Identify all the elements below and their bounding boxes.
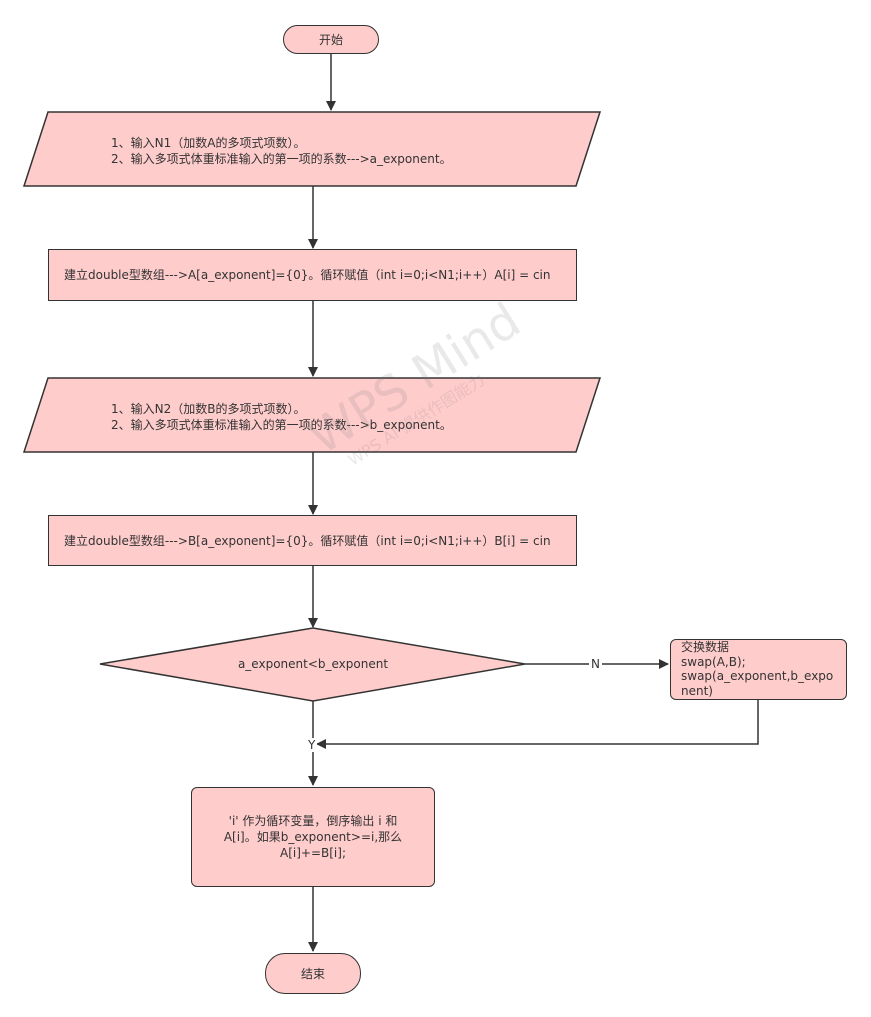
yes-edge-label: Y: [306, 738, 318, 752]
input-a-shape[interactable]: [22, 111, 602, 187]
swap-node[interactable]: 交换数据 swap(A,B); swap(a_exponent,b_expo n…: [670, 639, 847, 700]
array-a-label: 建立double型数组--->A[a_exponent]={0}。循环赋值（in…: [64, 268, 551, 282]
output-line-1: 'i' 作为循环变量，倒序输出 i 和: [228, 814, 398, 828]
end-node[interactable]: 结束: [265, 953, 361, 994]
swap-line-3: swap(a_exponent,b_expo: [681, 669, 834, 683]
decision-label: a_exponent<b_exponent: [237, 657, 389, 671]
decision-shape[interactable]: [99, 627, 526, 702]
end-label: 结束: [300, 966, 325, 981]
swap-line-2: swap(A,B);: [681, 654, 746, 669]
input-a-text: 1、输入N1（加数A的多项式项数）。 2、输入多项式体重标准输入的第一项的系数-…: [111, 135, 571, 167]
input-a-line-1: 1、输入N1（加数A的多项式项数）。: [111, 136, 306, 150]
input-b-line-1: 1、输入N2（加数B的多项式项数）。: [111, 402, 306, 416]
input-a-line-2: 2、输入多项式体重标准输入的第一项的系数--->a_exponent。: [111, 152, 452, 166]
input-b-line-2: 2、输入多项式体重标准输入的第一项的系数--->b_exponent。: [111, 418, 452, 432]
swap-line-4: nent): [681, 683, 713, 698]
no-edge-label: N: [589, 657, 602, 671]
start-label: 开始: [318, 32, 343, 47]
edge-swap-back: [316, 700, 759, 749]
start-node[interactable]: 开始: [283, 25, 379, 54]
array-b-label: 建立double型数组--->B[a_exponent]={0}。循环赋值（in…: [64, 533, 551, 548]
decision-text: a_exponent<b_exponent: [180, 656, 446, 672]
output-node[interactable]: 'i' 作为循环变量，倒序输出 i 和 A[i]。如果b_exponent>=i…: [191, 787, 435, 887]
array-a-node[interactable]: 建立double型数组--->A[a_exponent]={0}。循环赋值（in…: [48, 249, 577, 301]
output-line-2: A[i]。如果b_exponent>=i,那么: [223, 830, 403, 844]
input-b-shape[interactable]: [22, 377, 602, 453]
output-line-3: A[i]+=B[i];: [280, 846, 346, 860]
input-b-text: 1、输入N2（加数B的多项式项数）。 2、输入多项式体重标准输入的第一项的系数-…: [111, 401, 571, 433]
array-b-node[interactable]: 建立double型数组--->B[a_exponent]={0}。循环赋值（in…: [48, 515, 577, 566]
swap-line-1: 交换数据: [681, 640, 730, 654]
